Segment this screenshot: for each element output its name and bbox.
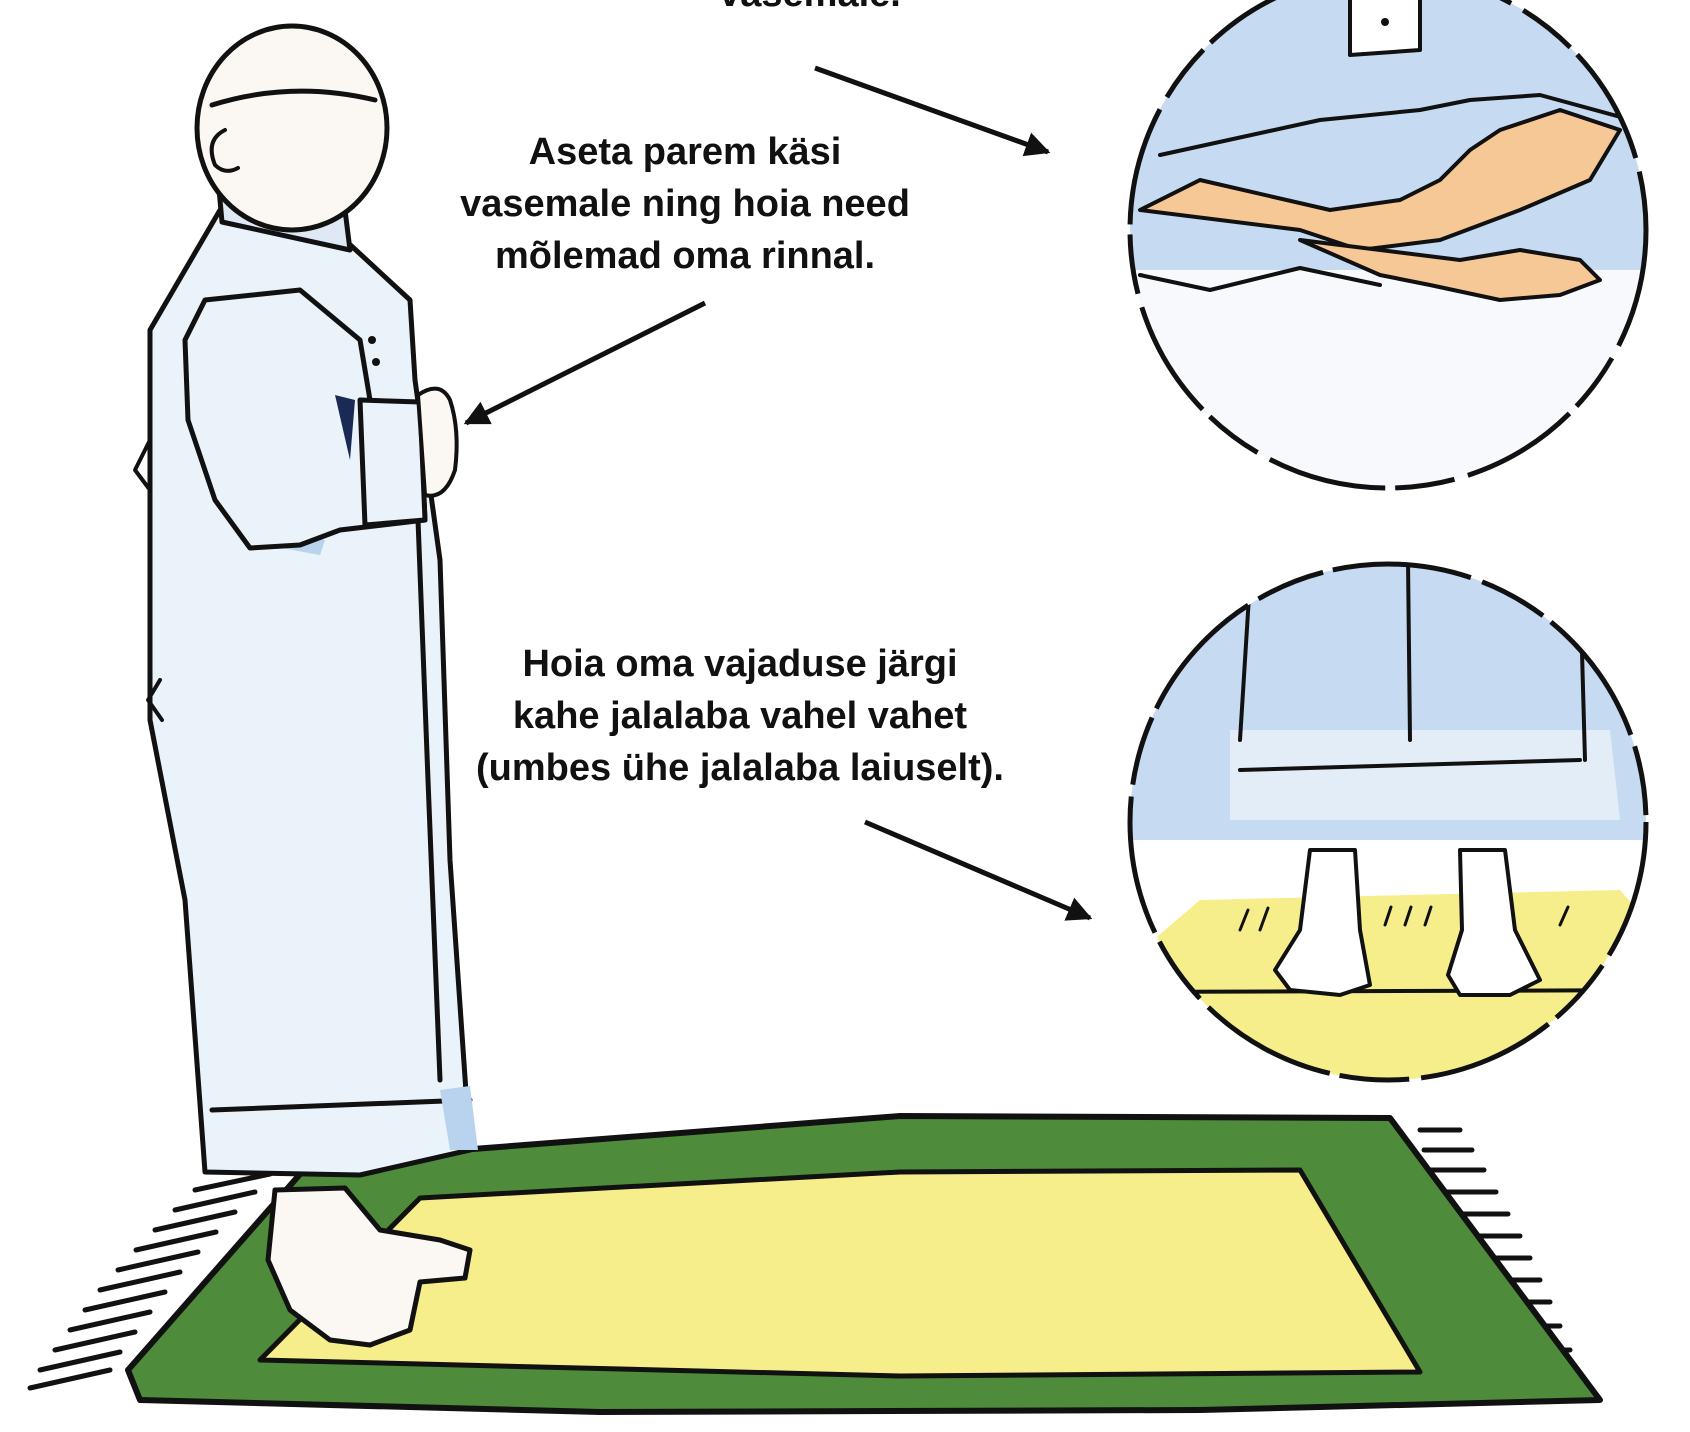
caption-feet: Hoia oma vajaduse järgi kahe jalalaba va… bbox=[430, 638, 1050, 794]
caption-hands-line-3: mõlemad oma rinnal. bbox=[405, 230, 965, 282]
caption-feet-line-3: (umbes ühe jalalaba laiuselt). bbox=[430, 742, 1050, 794]
caption-top-line: vasemale. bbox=[560, 0, 1060, 20]
caption-feet-line-2: kahe jalalaba vahel vahet bbox=[430, 690, 1050, 742]
zoom-circle-feet bbox=[1120, 560, 1690, 1100]
caption-top-partial: vasemale. bbox=[560, 0, 1060, 20]
caption-hands: Aseta parem käsi vasemale ning hoia need… bbox=[405, 126, 965, 282]
hands bbox=[418, 389, 457, 496]
arrow-to-feet-zoom bbox=[865, 822, 1090, 918]
caption-hands-line-1: Aseta parem käsi bbox=[405, 126, 965, 178]
arrow-to-chest bbox=[466, 303, 705, 423]
caption-feet-line-1: Hoia oma vajaduse järgi bbox=[430, 638, 1050, 690]
zoom-circle-hands bbox=[1120, 0, 1690, 520]
caption-hands-line-2: vasemale ning hoia need bbox=[405, 178, 965, 230]
head bbox=[197, 26, 387, 230]
